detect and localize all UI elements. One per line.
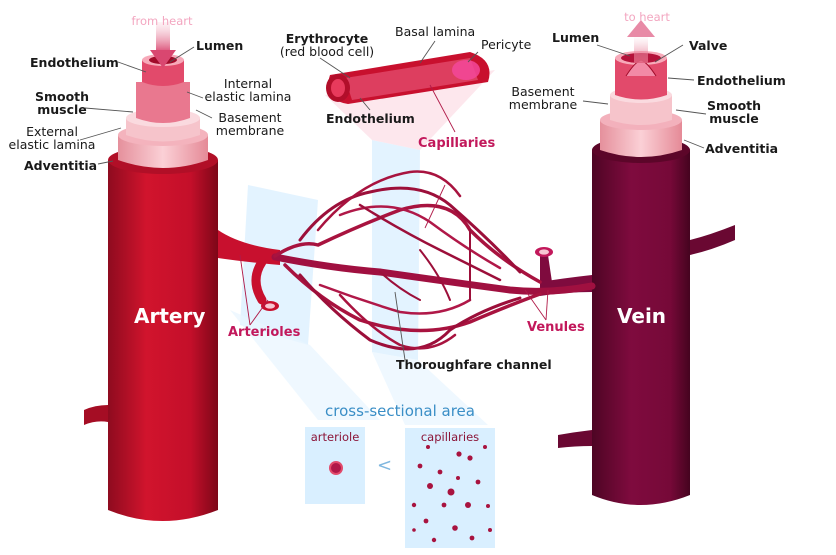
red-blood-cell-label: (red blood cell) bbox=[279, 44, 375, 59]
capillaries-box bbox=[405, 428, 495, 548]
vein-endothelium-label: Endothelium bbox=[697, 73, 786, 88]
arteriole-stub-lumen bbox=[265, 303, 275, 309]
artery-basement-label: Basement membrane bbox=[210, 111, 290, 137]
vein-adventitia-layer bbox=[600, 120, 682, 157]
artery-flow-arrowhead bbox=[150, 50, 176, 68]
artery-flow-arrow-shaft bbox=[156, 22, 170, 52]
less-than-symbol: < bbox=[377, 455, 393, 476]
artery-internal-lamina-line1: Internal bbox=[223, 76, 273, 91]
basal-lamina-label: Basal lamina bbox=[395, 24, 476, 39]
vein-intima-layer bbox=[615, 58, 667, 100]
capillary-endothelium-label: Endothelium bbox=[326, 111, 415, 126]
cross-section-title: cross-sectional area bbox=[325, 402, 475, 420]
vein-basement-line1: Basement bbox=[511, 84, 575, 99]
arteriole-cone bbox=[230, 310, 380, 420]
artery-basement-line2: membrane bbox=[215, 123, 285, 138]
arteriole-box-label: arteriole bbox=[310, 430, 360, 444]
pericyte-cell bbox=[452, 60, 480, 80]
vein-basement-label: Basement membrane bbox=[503, 85, 583, 111]
capillaries-box-label: capillaries bbox=[420, 430, 480, 444]
capillary-projection-panel bbox=[372, 140, 420, 360]
capillary-endothelium-band bbox=[345, 58, 478, 100]
artery-body bbox=[108, 160, 218, 521]
capillaries-label: Capillaries bbox=[418, 136, 496, 151]
arteriole-section-dot bbox=[329, 461, 343, 475]
erythrocyte-cell bbox=[331, 79, 345, 97]
artery-smooth-muscle-label: Smooth muscle bbox=[22, 90, 102, 116]
capillary-lower-4 bbox=[338, 293, 457, 350]
venule-stub-lumen bbox=[539, 249, 549, 255]
artery-adventitia-label: Adventitia bbox=[24, 158, 98, 173]
artery-title: Artery bbox=[134, 304, 206, 328]
arteriole-stub bbox=[251, 257, 267, 305]
artery-lumen-label: Lumen bbox=[196, 38, 244, 53]
vein-valve-label: Valve bbox=[689, 38, 728, 53]
vein-adventitia-label: Adventitia bbox=[705, 141, 779, 156]
capillary-upper-2 bbox=[298, 186, 522, 274]
capillary-lower-3 bbox=[318, 283, 472, 315]
venule-stub bbox=[540, 255, 552, 282]
capillary-upper-4 bbox=[338, 205, 502, 270]
vein-title: Vein bbox=[617, 304, 667, 328]
vein-branch-right bbox=[690, 225, 735, 255]
capillary-closeup bbox=[326, 52, 490, 104]
capillary-bed bbox=[251, 170, 596, 351]
vein-vessel bbox=[535, 20, 735, 505]
artery-external-lamina-line2: elastic lamina bbox=[8, 137, 96, 152]
artery-intima-layer bbox=[142, 60, 184, 86]
thoroughfare-channel bbox=[271, 253, 596, 295]
vein-smooth-muscle-label: Smooth muscle bbox=[696, 99, 772, 125]
artery-internal-lamina-label: Internal elastic lamina bbox=[198, 77, 298, 103]
vein-branch-lower bbox=[558, 430, 592, 448]
vein-body bbox=[592, 150, 690, 505]
vein-flow-arrow-shaft bbox=[634, 35, 648, 63]
vein-smooth-muscle-layer bbox=[610, 95, 672, 125]
artery-basement-line1: Basement bbox=[218, 110, 282, 125]
artery-smooth-muscle-layer bbox=[136, 82, 190, 123]
vein-flow-arrowhead bbox=[627, 20, 655, 37]
capillary-upper-5 bbox=[358, 203, 502, 282]
artery-flow-label: from heart bbox=[131, 14, 193, 28]
thoroughfare-channel-label: Thoroughfare channel bbox=[396, 357, 552, 372]
capillary-upper-3 bbox=[316, 170, 462, 232]
artery-vessel bbox=[84, 22, 280, 521]
erythrocyte-label: Erythrocyte bbox=[285, 31, 369, 46]
pericyte-label: Pericyte bbox=[481, 37, 532, 52]
vein-basement-line2: membrane bbox=[508, 97, 578, 112]
arterioles-label: Arterioles bbox=[228, 325, 301, 340]
artery-smooth-muscle-line2: muscle bbox=[37, 102, 87, 117]
capillary-section-dots bbox=[411, 445, 492, 543]
vein-smooth-muscle-line2: muscle bbox=[709, 111, 759, 126]
vein-flow-label: to heart bbox=[624, 10, 670, 24]
capillary-cone bbox=[372, 352, 488, 425]
artery-internal-lamina-line2: elastic lamina bbox=[204, 89, 292, 104]
artery-branch-left bbox=[84, 405, 108, 425]
artery-external-lamina-line1: External bbox=[26, 124, 78, 139]
artery-external-lamina-label: External elastic lamina bbox=[2, 125, 102, 151]
artery-branch-right bbox=[218, 230, 280, 265]
vein-smooth-muscle-line1: Smooth bbox=[706, 98, 762, 113]
artery-smooth-muscle-line1: Smooth bbox=[34, 89, 90, 104]
artery-endothelium-label: Endothelium bbox=[30, 55, 119, 70]
arteriole-projection-panel bbox=[240, 185, 318, 345]
leader-lines bbox=[79, 40, 707, 361]
capillary-crosslinks bbox=[379, 229, 472, 301]
vein-lumen-label: Lumen bbox=[552, 30, 600, 45]
venules-label: Venules bbox=[527, 320, 585, 335]
cross-section-boxes bbox=[305, 427, 495, 548]
projection-panels bbox=[230, 140, 488, 425]
